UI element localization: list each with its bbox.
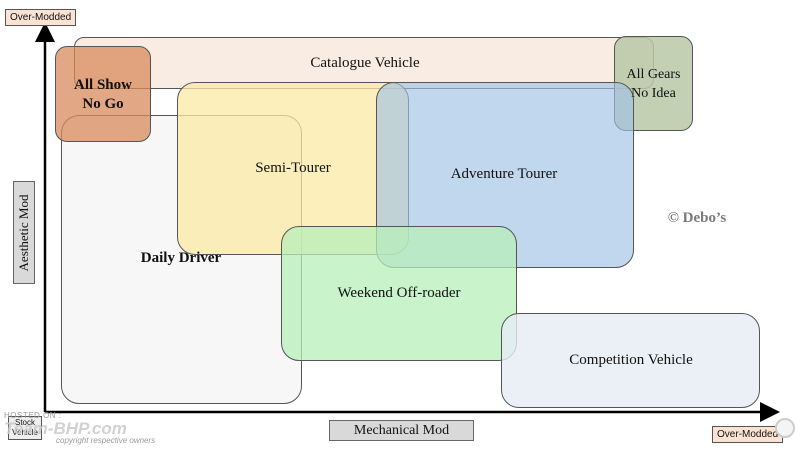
watermark-brand: Team-BHP.com <box>4 419 127 438</box>
y-axis-label: Aesthetic Mod <box>13 181 35 284</box>
all-show-label: All Show No Go <box>74 77 132 112</box>
all-gears-label: All Gears No Idea <box>626 67 681 101</box>
watermark: HOSTED ON : Team-BHP.com copyright respe… <box>4 411 194 447</box>
x-axis-label: Mechanical Mod <box>329 420 474 441</box>
catalogue-vehicle-region <box>74 37 654 89</box>
competition-vehicle-region <box>501 313 760 408</box>
daily-driver-label: Daily Driver <box>140 250 222 266</box>
settings-icon <box>775 418 795 438</box>
weekend-offroader-label: Weekend Off-roader <box>337 285 461 301</box>
watermark-hosted-on: HOSTED ON : <box>4 411 62 420</box>
catalogue-vehicle-label: Catalogue Vehicle <box>310 55 420 71</box>
all-show-no-go-region <box>55 46 151 142</box>
semi-tourer-label: Semi-Tourer <box>255 160 331 176</box>
weekend-offroader-region <box>281 226 517 361</box>
x-axis-max-tag: Over-Modded <box>712 426 784 443</box>
watermark-tagline: copyright respective owners <box>56 436 156 445</box>
y-axis-max-tag: Over-Modded <box>5 9 77 26</box>
copyright-text: © Debo’s <box>667 210 727 226</box>
adventure-tourer-label: Adventure Tourer <box>450 166 558 182</box>
competition-vehicle-label: Competition Vehicle <box>569 352 693 368</box>
origin-tag: Stock Vehicle <box>8 416 42 440</box>
